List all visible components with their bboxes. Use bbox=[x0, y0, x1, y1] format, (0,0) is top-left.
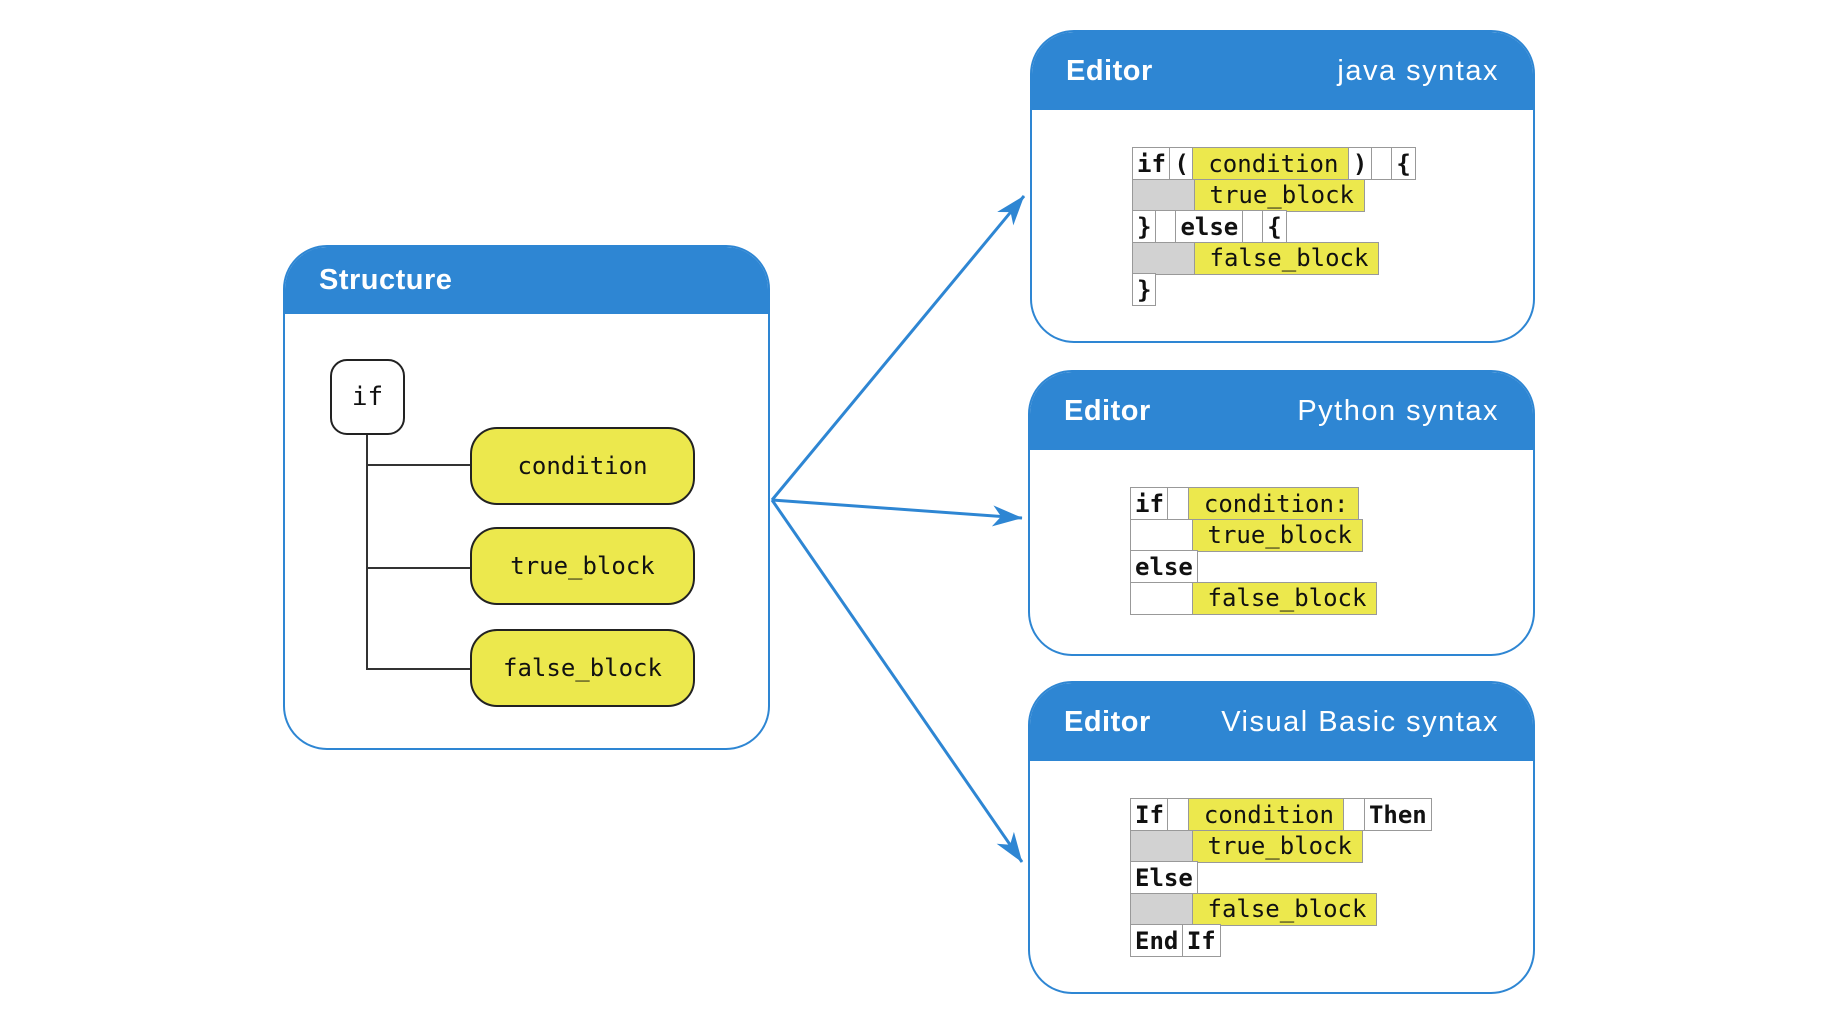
tree-child-node: false_block bbox=[470, 629, 695, 707]
code-line: } else { bbox=[1132, 210, 1533, 243]
code-cell-keyword: if bbox=[1132, 147, 1171, 180]
code-cell-spacer bbox=[1370, 147, 1393, 180]
editor-panel-visual-basic: Editor Visual Basic syntax If condition Th… bbox=[1028, 681, 1535, 994]
code-line: true_block bbox=[1130, 829, 1533, 863]
code-cell-keyword: if bbox=[1130, 487, 1169, 520]
code-cell-keyword: { bbox=[1262, 210, 1287, 243]
tree-connector bbox=[367, 668, 470, 670]
code-cell-indent bbox=[1130, 518, 1193, 552]
code-cell-spacer bbox=[1154, 210, 1177, 243]
code-cell-spacer bbox=[1167, 487, 1190, 520]
tree-connector bbox=[367, 464, 470, 466]
tree-root-node: if bbox=[330, 359, 405, 435]
code-cell-keyword: Then bbox=[1363, 798, 1432, 831]
code-line: } bbox=[1132, 273, 1533, 306]
code-line: else bbox=[1130, 550, 1533, 583]
code-cell-keyword: ) bbox=[1347, 147, 1373, 180]
code-line: false_block bbox=[1132, 241, 1533, 275]
code-cell-keyword: If bbox=[1181, 924, 1221, 957]
editor-panel-java: Editor java syntax if(condition){true_bl… bbox=[1030, 30, 1535, 343]
code-cell-keyword: End bbox=[1130, 924, 1184, 957]
code-cell-keyword: } bbox=[1132, 210, 1157, 243]
panel-title: Structure bbox=[319, 264, 453, 296]
syntax-label: java syntax bbox=[1337, 54, 1499, 87]
panel-header: Editor java syntax bbox=[1032, 32, 1533, 110]
tree-connector bbox=[367, 567, 470, 569]
code-cell-slot: false_block bbox=[1191, 892, 1378, 926]
code-cell-keyword: If bbox=[1130, 798, 1169, 831]
arrow-to-python-editor bbox=[771, 498, 1023, 527]
panel-header: Structure bbox=[285, 247, 768, 314]
code-block: if(condition){true_block}else{false_bloc… bbox=[1132, 147, 1533, 306]
tree-child-node: true_block bbox=[470, 527, 695, 605]
arrow-to-visual-basic-editor bbox=[770, 499, 1024, 863]
code-line: If condition Then bbox=[1130, 798, 1533, 831]
code-cell-keyword: Else bbox=[1130, 861, 1198, 894]
code-cell-spacer bbox=[1343, 798, 1366, 831]
editor-panel-python: Editor Python syntax if condition:true_bl… bbox=[1028, 370, 1535, 656]
code-cell-indent bbox=[1132, 178, 1195, 212]
panel-title: Editor bbox=[1064, 394, 1151, 427]
code-cell-keyword: else bbox=[1175, 210, 1244, 243]
code-cell-indent bbox=[1130, 581, 1193, 615]
tree-connector bbox=[366, 435, 368, 670]
code-cell-spacer bbox=[1241, 210, 1264, 243]
code-cell-keyword: { bbox=[1391, 147, 1416, 180]
code-line: true_block bbox=[1132, 178, 1533, 212]
code-cell-spacer bbox=[1167, 798, 1190, 831]
code-cell-slot: true_block bbox=[1193, 178, 1365, 212]
code-cell-indent bbox=[1130, 829, 1193, 863]
code-cell-keyword: } bbox=[1132, 273, 1157, 306]
code-cell-slot: condition bbox=[1192, 147, 1350, 180]
code-cell-slot: condition bbox=[1187, 798, 1345, 831]
arrow-to-java-editor bbox=[770, 195, 1026, 501]
tree-child-node: condition bbox=[470, 427, 695, 505]
syntax-label: Visual Basic syntax bbox=[1221, 705, 1499, 738]
panel-title: Editor bbox=[1066, 54, 1153, 87]
panel-title: Editor bbox=[1064, 705, 1151, 738]
syntax-tree: if condition true_block false_block bbox=[285, 314, 768, 748]
code-line: Else bbox=[1130, 861, 1533, 894]
panel-header: Editor Python syntax bbox=[1030, 372, 1533, 450]
code-cell-keyword: else bbox=[1130, 550, 1198, 583]
code-line: if(condition) { bbox=[1132, 147, 1533, 180]
code-cell-slot: true_block bbox=[1191, 518, 1363, 552]
code-line: false_block bbox=[1130, 892, 1533, 926]
code-line: true_block bbox=[1130, 518, 1533, 552]
code-cell-slot: true_block bbox=[1191, 829, 1363, 863]
code-cell-slot: false_block bbox=[1191, 581, 1378, 615]
code-line: false_block bbox=[1130, 581, 1533, 615]
code-line: if condition: bbox=[1130, 487, 1533, 520]
panel-header: Editor Visual Basic syntax bbox=[1030, 683, 1533, 761]
structure-panel: Structure if condition true_block false_… bbox=[283, 245, 770, 750]
code-cell-indent bbox=[1132, 241, 1195, 275]
code-cell-indent bbox=[1130, 892, 1193, 926]
code-cell-keyword: ( bbox=[1169, 147, 1194, 180]
code-cell-slot: condition: bbox=[1187, 487, 1360, 520]
code-cell-slot: false_block bbox=[1193, 241, 1380, 275]
syntax-label: Python syntax bbox=[1297, 394, 1499, 427]
